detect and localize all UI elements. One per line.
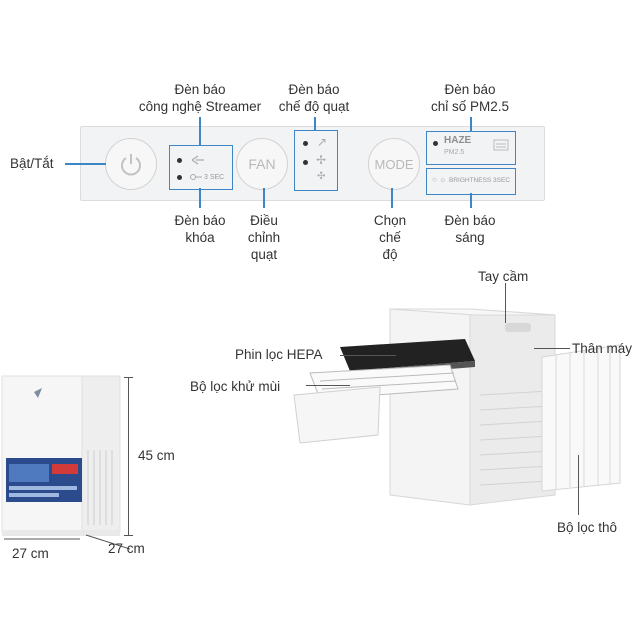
callout-line-deodorizing: [306, 385, 350, 386]
fan-mode-label: Đèn báo chế độ quạt: [264, 81, 364, 115]
lock-led: [177, 175, 182, 180]
mode-label-line1: Chọn: [373, 213, 407, 228]
height-dimension-label: 45 cm: [138, 448, 175, 463]
fan-mode-label-line1: Đèn báo: [288, 82, 340, 97]
height-dimension-tick-top: [124, 377, 133, 378]
mode-label-line3: độ: [382, 247, 398, 262]
height-dimension-tick-bottom: [124, 535, 133, 536]
lock-sec-text: 3 SEC: [204, 174, 225, 181]
callout-line-handle: [505, 283, 506, 323]
pm25-label: Đèn báo chỉ số PM2.5: [420, 81, 520, 115]
brightness-label: Đèn báo sáng: [430, 212, 510, 246]
base-dimension-lines: [4, 534, 131, 550]
pm25-led: [433, 141, 438, 146]
callout-line-streamer: [199, 117, 201, 145]
haze-text: HAZE: [444, 135, 472, 146]
fan-icon: ✢: [316, 153, 327, 167]
depth-dimension-label: 27 cm: [108, 541, 145, 556]
mode-button[interactable]: MODE: [368, 138, 420, 190]
callout-line-hepa: [340, 355, 396, 356]
pm25-label-line1: Đèn báo: [444, 82, 496, 97]
fan-button-label: FAN: [248, 156, 276, 172]
streamer-label: Đèn báo công nghệ Streamer: [120, 81, 280, 115]
pm25-small-text: PM2.5: [444, 149, 465, 156]
fan-mode-led-1: [303, 141, 308, 146]
pm25-label-line2: chỉ số PM2.5: [430, 99, 510, 114]
streamer-label-line1: Đèn báo: [174, 82, 226, 97]
fan-adjust-label-line1: Điều: [250, 213, 278, 228]
fan-adjust-label-line2: chỉnh: [247, 230, 281, 245]
purifier-front-illustration: [1, 375, 121, 536]
key-icon: [190, 174, 202, 180]
fan-mode-led-2: [303, 160, 308, 165]
brightness-label-line2: sáng: [455, 230, 485, 245]
fan-adjust-label: Điều chỉnh quạt: [234, 212, 294, 263]
haze-icon: [493, 139, 509, 151]
turbo-icon: ↗: [317, 135, 328, 149]
fan-mode-box: ↗ ✢ ✣: [294, 130, 338, 191]
lock-label-line2: khóa: [185, 230, 215, 245]
fan-button[interactable]: FAN: [236, 138, 288, 190]
pre-filter-label: Bộ lọc thô: [557, 520, 618, 535]
purifier-exploded-illustration: [293, 308, 621, 506]
streamer-label-line2: công nghệ Streamer: [138, 99, 262, 114]
brightness-box: ○ ☼ BRIGHTNESS 3SEC: [426, 168, 516, 195]
handle-label: Tay cầm: [478, 269, 529, 284]
power-label: Bật/Tắt: [10, 156, 54, 171]
streamer-led: [177, 158, 182, 163]
brightness-label-line1: Đèn báo: [444, 213, 496, 228]
deodorizing-filter-label: Bộ lọc khử mùi: [190, 379, 281, 394]
streamer-icon: [191, 155, 204, 165]
hepa-filter-label: Phin lọc HEPA: [235, 347, 323, 362]
mode-label-line2: chế: [379, 230, 401, 245]
streamer-lock-box: 3 SEC: [169, 145, 233, 190]
brightness-sec-text: BRIGHTNESS 3SEC: [449, 177, 511, 184]
body-label: Thân máy: [572, 341, 633, 356]
width-dimension-label: 27 cm: [12, 546, 49, 561]
height-dimension-line: [128, 377, 129, 535]
callout-line-fan-mode: [314, 117, 316, 130]
callout-line-pre-filter: [578, 455, 579, 515]
mode-button-label: MODE: [374, 156, 414, 172]
callout-line-pm25: [470, 117, 472, 131]
callout-line-fan-adjust: [263, 188, 265, 208]
mode-label: Chọn chế độ: [360, 212, 420, 263]
callout-line-brightness: [470, 193, 472, 208]
lock-label: Đèn báo khóa: [160, 212, 240, 246]
lock-label-line1: Đèn báo: [174, 213, 226, 228]
power-icon: [121, 154, 141, 176]
auto-fan-icon: ✣: [317, 171, 326, 182]
pm25-box: HAZE PM2.5: [426, 131, 516, 165]
brightness-icon: ○ ☼: [432, 175, 447, 184]
power-button[interactable]: [105, 138, 157, 190]
fan-adjust-label-line3: quạt: [250, 247, 278, 262]
callout-line-mode: [391, 188, 393, 208]
control-panel: FAN MODE: [80, 126, 545, 201]
callout-line-power: [65, 163, 106, 165]
callout-line-lock: [199, 188, 201, 208]
callout-line-body: [534, 348, 570, 349]
fan-mode-label-line2: chế độ quạt: [278, 99, 350, 114]
